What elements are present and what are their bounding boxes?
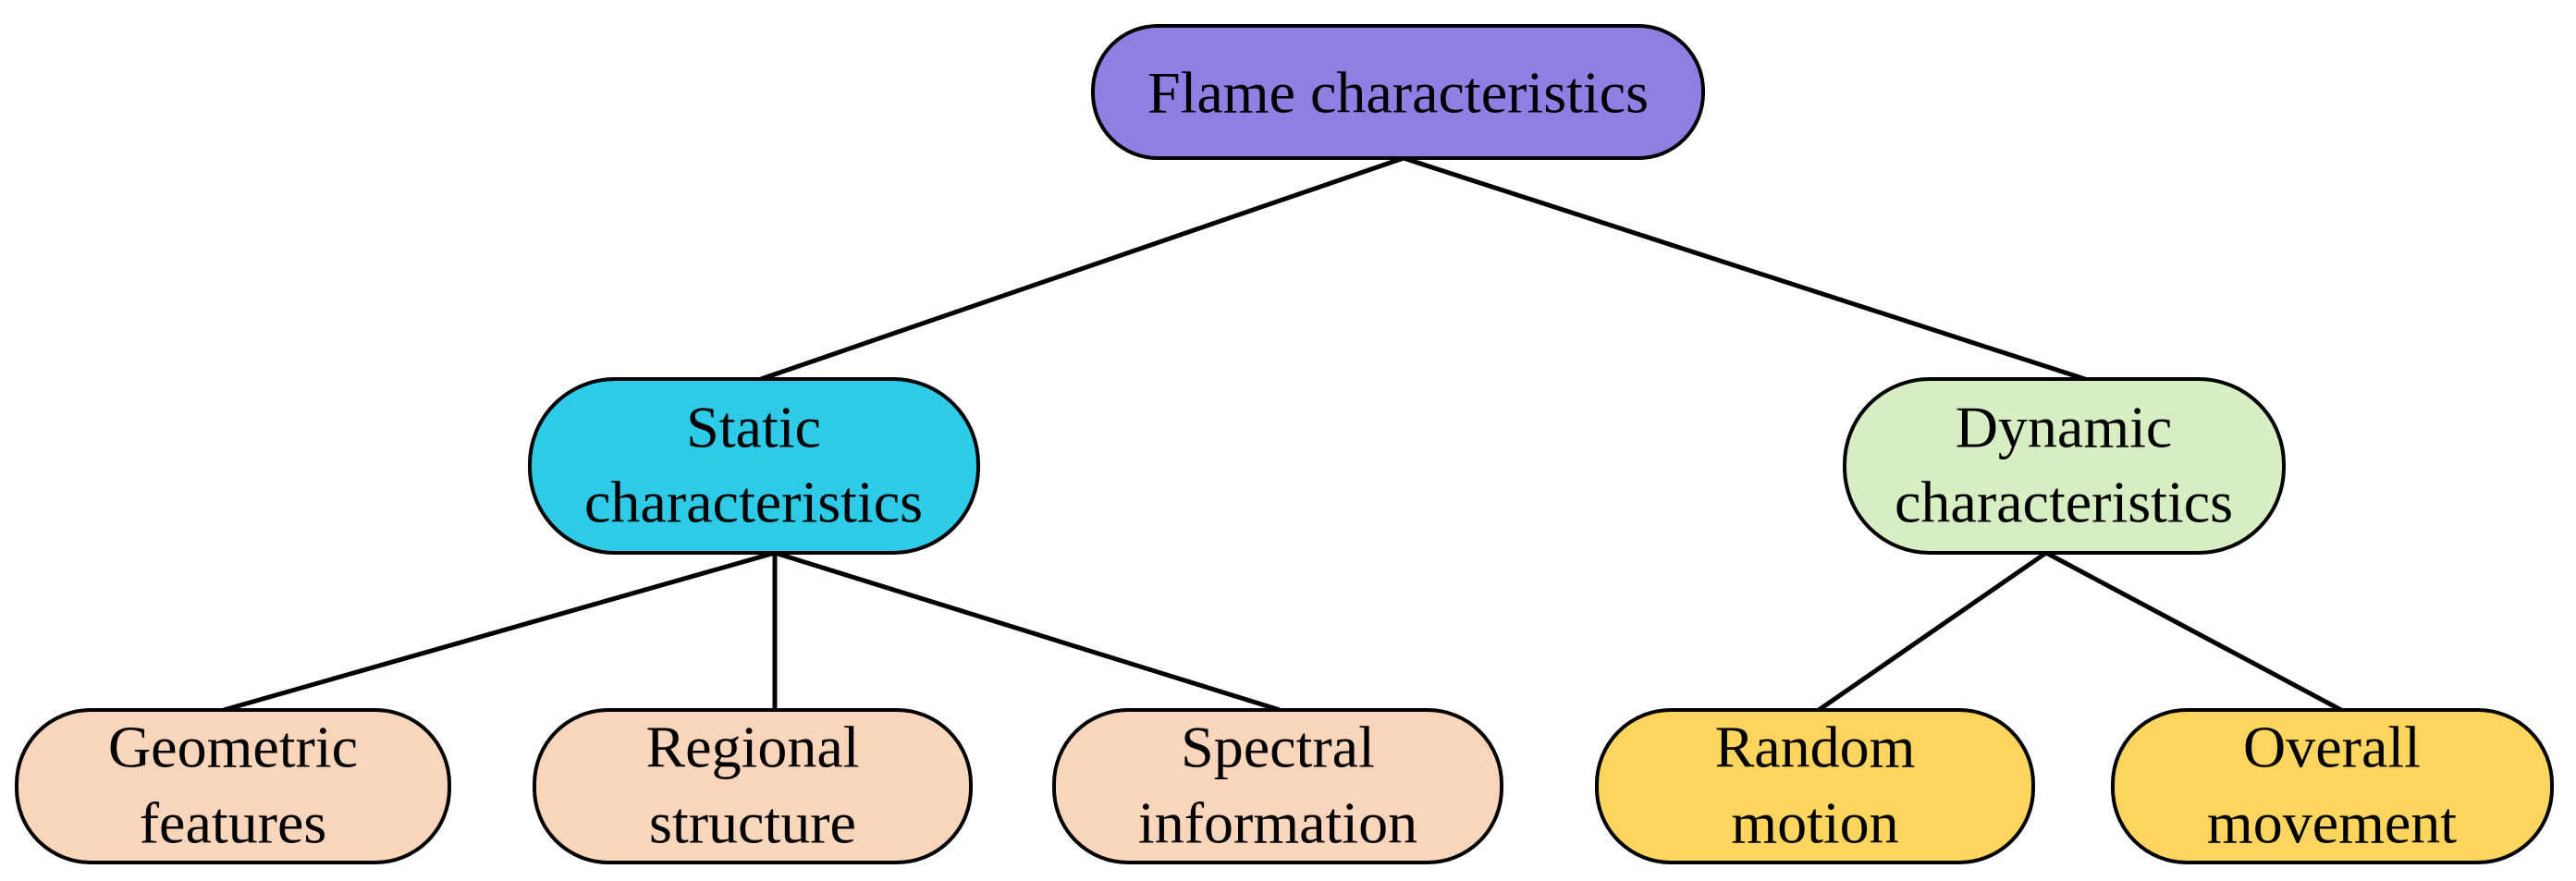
spectral-information-node: Spectral information (1052, 708, 1503, 864)
regional-structure-node: Regional structure (533, 708, 973, 864)
random-node-box (1595, 708, 2035, 864)
geometric-node-label-line1: Geometric (108, 715, 358, 780)
root-node-box (1091, 24, 1705, 160)
overall-node-label-line2: movement (2207, 790, 2457, 856)
root-node: Flame characteristics (1091, 24, 1705, 160)
overall-node-label-line1: Overall (2243, 715, 2421, 780)
regional-node-label-line2: structure (649, 790, 856, 856)
edge-root-to-dynamic (1403, 155, 2086, 382)
edge-dynamic-to-random (1817, 550, 2048, 713)
regional-node-label-line1: Regional (645, 715, 859, 780)
static-node-label-line2: characteristics (584, 470, 923, 535)
static-node-box (528, 377, 980, 555)
geometric-node-box (15, 708, 451, 864)
root-node-label: Flame characteristics (1147, 60, 1649, 126)
edge-root-to-static (760, 155, 1405, 382)
geometric-node-label-line2: features (140, 790, 327, 856)
random-node-label-line1: Random (1715, 715, 1916, 780)
random-motion-node: Random motion (1595, 708, 2035, 864)
edges (223, 155, 2343, 713)
edge-dynamic-to-overall (2044, 550, 2343, 713)
regional-node-box (533, 708, 973, 864)
overall-movement-node: Overall movement (2111, 708, 2554, 864)
spectral-node-label-line1: Spectral (1181, 715, 1375, 780)
dynamic-node-box (1843, 377, 2286, 555)
spectral-node-box (1052, 708, 1503, 864)
static-node-label-line1: Static (686, 395, 821, 460)
random-node-label-line2: motion (1731, 790, 1898, 856)
dynamic-characteristics-node: Dynamic characteristics (1843, 377, 2286, 555)
edge-static-to-geometric (223, 550, 776, 713)
overall-node-box (2111, 708, 2554, 864)
geometric-features-node: Geometric features (15, 708, 451, 864)
spectral-node-label-line2: information (1138, 790, 1417, 856)
edge-static-to-spectral (774, 550, 1281, 713)
dynamic-node-label-line1: Dynamic (1956, 395, 2173, 460)
dynamic-node-label-line2: characteristics (1895, 470, 2233, 535)
static-characteristics-node: Static characteristics (528, 377, 980, 555)
